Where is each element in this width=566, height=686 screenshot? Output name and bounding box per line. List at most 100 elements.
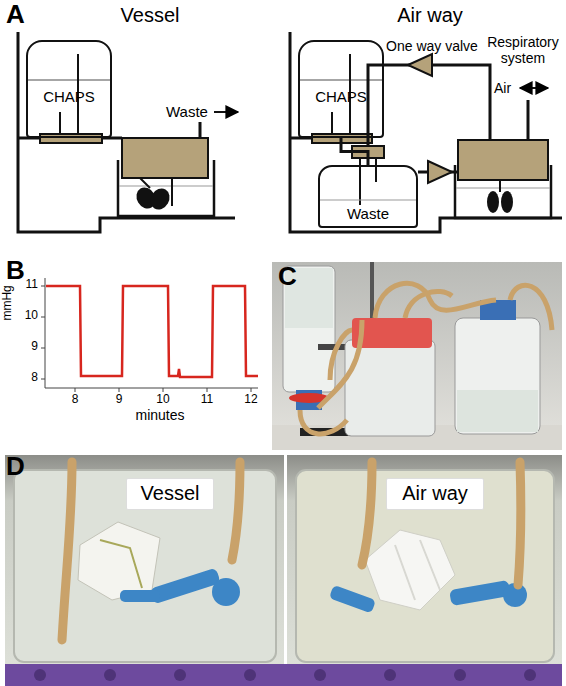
tube-rack [5, 664, 562, 686]
pressure-chart [41, 278, 258, 392]
tube [300, 410, 347, 434]
bottle-box: CHAPS [298, 40, 384, 138]
node-text: CHAPS [315, 88, 367, 105]
inner-tube [331, 112, 333, 134]
return-tube [368, 65, 490, 146]
stand [18, 32, 235, 232]
blue-fitting [120, 590, 160, 602]
setup-photo [272, 262, 562, 450]
photo-label-box: Air way [386, 478, 484, 510]
one-way-valve [428, 161, 452, 183]
tube [330, 330, 352, 380]
tube [362, 462, 372, 565]
rack-hole [384, 669, 396, 681]
air-tube [527, 100, 530, 140]
axis-title: mmHg [1, 278, 15, 328]
chamber-lid [458, 140, 548, 180]
x-axis [45, 388, 258, 389]
tick-label: 11 [195, 393, 219, 407]
blue-fittings [120, 568, 527, 614]
outflow-tube [171, 178, 173, 206]
tube [510, 285, 552, 330]
inner-tube [375, 158, 377, 182]
panel-letter: C [278, 262, 308, 292]
waste-liquid [457, 390, 538, 432]
tick-label: 10 [151, 393, 175, 407]
pressure-trace [46, 286, 258, 377]
lung-tissue [365, 530, 455, 610]
rack-hole [454, 669, 466, 681]
liquid-level [300, 79, 382, 81]
axis-ticks [41, 286, 251, 392]
panel-letter: A [6, 0, 36, 30]
air-label: Air [494, 80, 520, 96]
blue-fitting [212, 578, 240, 606]
y-axis [45, 278, 46, 388]
rack-hole [524, 669, 536, 681]
node-text: Air way [402, 482, 468, 505]
inflow-tube [140, 178, 150, 188]
vessel-tissue [147, 185, 174, 213]
tube [375, 283, 496, 318]
tick-label: 11 [14, 278, 38, 292]
liquid-level [28, 79, 110, 81]
tissue-edge [100, 540, 142, 588]
tick-label: 12 [239, 393, 263, 407]
one-way-valve [408, 54, 432, 76]
photo-background [272, 262, 562, 450]
tube [232, 462, 240, 560]
tick-label: 9 [107, 393, 131, 407]
vessel-setup [18, 32, 238, 232]
tube [405, 291, 452, 318]
air-arrow [520, 87, 548, 89]
tube-connector [341, 138, 368, 165]
connector [40, 134, 102, 143]
waste-arrow [214, 111, 238, 113]
tubing [62, 462, 521, 640]
tick-label: 8 [14, 371, 38, 385]
outlet-label: Respiratory system [480, 34, 566, 66]
waste-bottle [455, 318, 540, 434]
bottle-box: Waste [318, 165, 418, 228]
panel-letter: D [6, 452, 36, 482]
tick-label: 10 [14, 309, 38, 323]
tick-label: 8 [63, 393, 87, 407]
valve-label: One way valve [380, 38, 484, 54]
rack-holes [34, 669, 536, 681]
rack-hole [174, 669, 186, 681]
lung [487, 191, 499, 213]
setup-title: Vessel [100, 4, 200, 27]
axis-title: minutes [110, 407, 210, 423]
tubing [300, 283, 552, 434]
water-level [119, 185, 213, 186]
trachea-tube [499, 180, 501, 192]
waste-tube [199, 122, 202, 138]
blue-fitting [449, 580, 511, 606]
blue-fitting [149, 568, 221, 605]
rack-hole [244, 669, 256, 681]
setup-title: Air way [370, 4, 490, 27]
rack-hole [34, 669, 46, 681]
photo-background [5, 455, 284, 685]
outlet-label: Waste [166, 103, 214, 120]
tube [62, 462, 72, 640]
rack-hole [104, 669, 116, 681]
node-text: CHAPS [43, 88, 95, 105]
vessel-tissue [78, 522, 160, 600]
tube [518, 462, 521, 585]
tube [318, 320, 362, 408]
photo-background [287, 455, 562, 685]
lung-lobes [395, 540, 440, 600]
inner-tube [59, 112, 61, 134]
bottle-box: CHAPS [26, 40, 112, 138]
water-level [456, 187, 550, 188]
chamber-photos [5, 455, 562, 686]
photo-label-box: Vessel [126, 478, 214, 510]
node-text: Vessel [141, 482, 200, 505]
waste-level [319, 199, 417, 200]
node-text: Waste [347, 205, 389, 222]
rack-hole [314, 669, 326, 681]
chamber-lid [122, 138, 208, 178]
tick-label: 9 [14, 340, 38, 354]
